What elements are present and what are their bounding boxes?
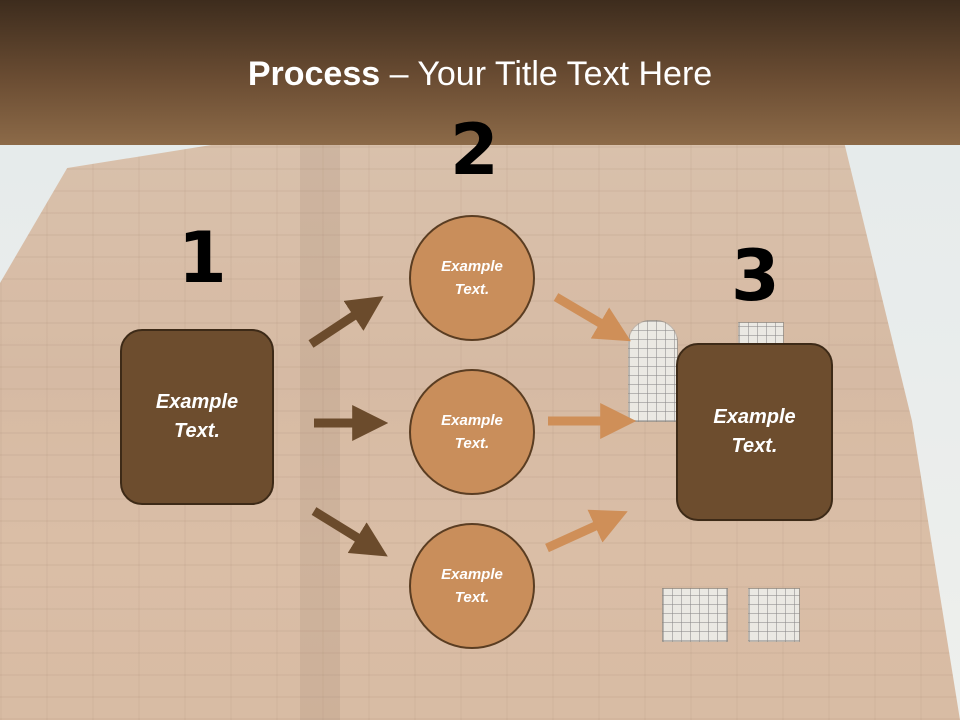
arrow-to-circle-3 [311, 507, 388, 557]
circle-1-text: Example Text. [441, 258, 503, 298]
arrow-from-circle-1 [553, 293, 631, 342]
window-upper [628, 320, 678, 422]
arrow-to-circle-1 [308, 296, 384, 348]
slide-title: Process – Your Title Text Here [0, 52, 960, 96]
circle-3: Example Text. [409, 523, 535, 649]
window-lower-left [662, 588, 728, 642]
title-bold: Process [247, 55, 381, 93]
title-banner [0, 0, 960, 145]
step-number-2: 2 [450, 109, 499, 191]
circle-2-text: Example Text. [441, 412, 503, 452]
building-shadow [300, 145, 340, 720]
left-box: Example Text. [120, 329, 274, 505]
circle-1: Example Text. [409, 215, 535, 341]
window-lower-right [748, 588, 800, 642]
step-number-1: 1 [178, 217, 227, 299]
window-upper-right [738, 322, 784, 346]
circle-2: Example Text. [409, 369, 535, 495]
step-number-3: 3 [731, 235, 780, 317]
right-box-text: Example Text. [713, 406, 796, 457]
title-rest: – Your Title Text Here [380, 55, 713, 93]
circle-3-text: Example Text. [441, 566, 503, 606]
left-box-text: Example Text. [155, 391, 239, 442]
arrow-from-circle-3 [545, 509, 628, 553]
right-box: Example Text. [676, 343, 833, 521]
